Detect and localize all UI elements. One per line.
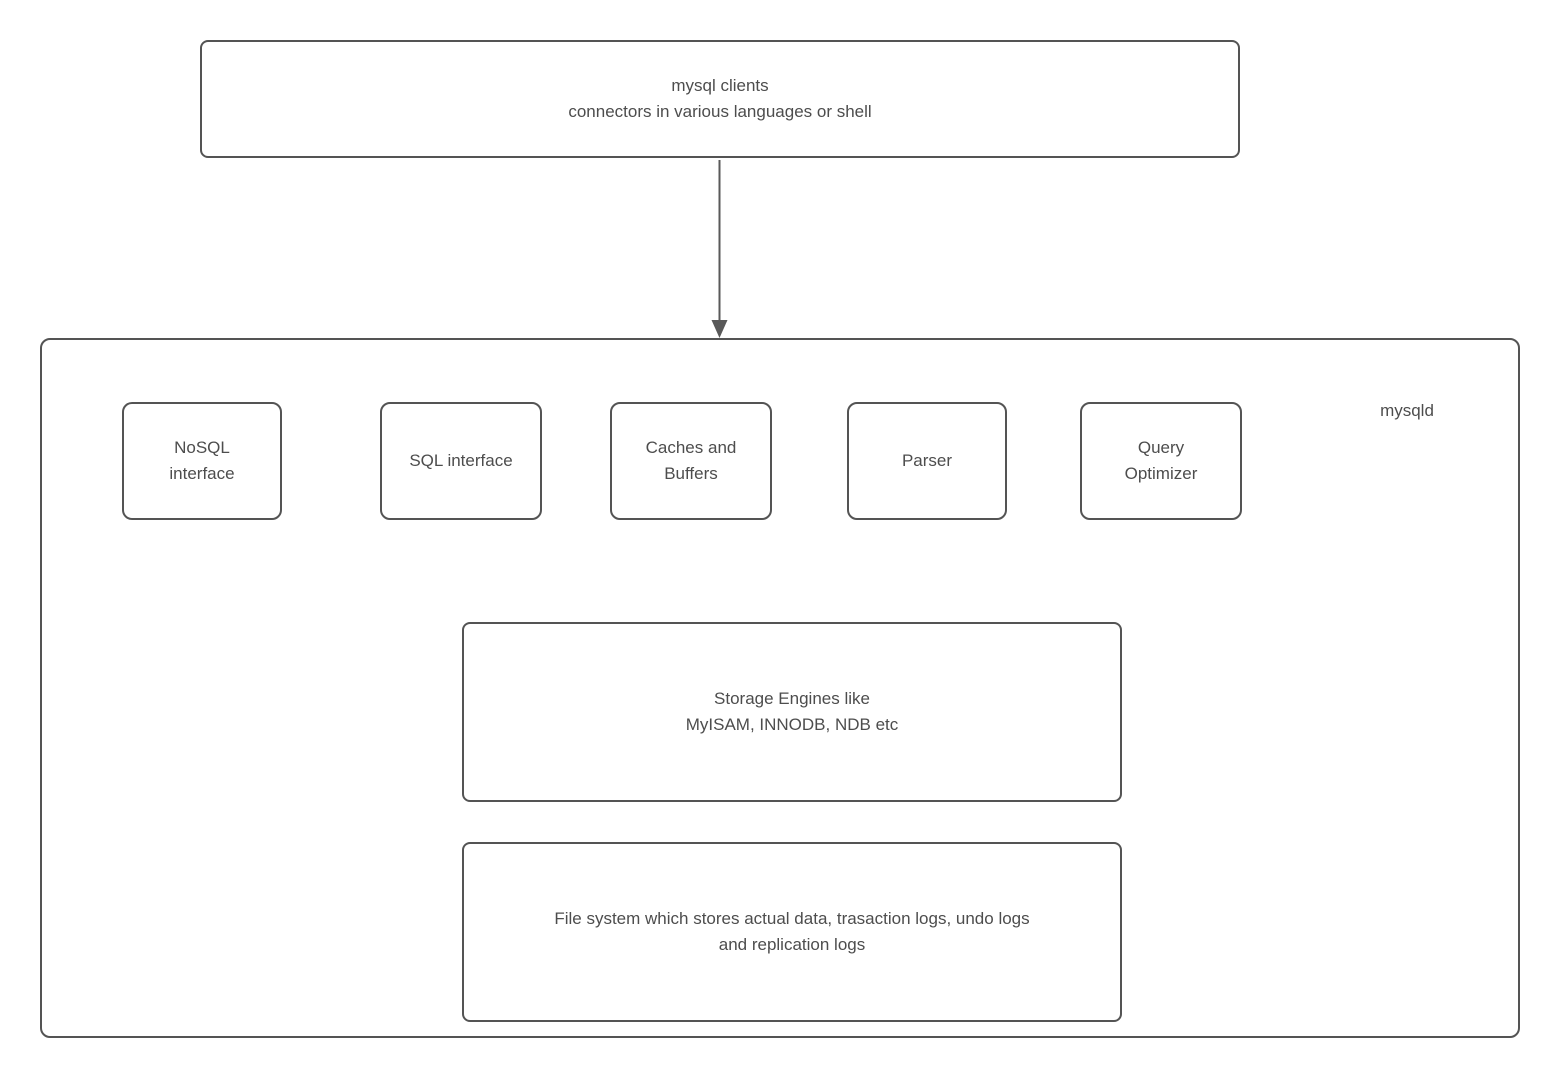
sql-interface-label: SQL interface	[409, 451, 513, 470]
mysql-clients-node: mysql clients connectors in various lang…	[200, 40, 1240, 158]
caches-and-buffers-label: Caches and Buffers	[645, 438, 737, 483]
file-system-label: File system which stores actual data, tr…	[554, 909, 1030, 954]
nosql-interface-label: NoSQL interface	[169, 438, 235, 483]
parser-node: Parser	[847, 402, 1007, 520]
query-optimizer-node: Query Optimizer	[1080, 402, 1242, 520]
file-system-node: File system which stores actual data, tr…	[462, 842, 1122, 1022]
nosql-interface-node: NoSQL interface	[122, 402, 282, 520]
caches-and-buffers-node: Caches and Buffers	[610, 402, 772, 520]
storage-engines-node: Storage Engines like MyISAM, INNODB, NDB…	[462, 622, 1122, 802]
mysql-clients-label: mysql clients connectors in various lang…	[568, 76, 872, 121]
query-optimizer-label: Query Optimizer	[1124, 438, 1198, 483]
parser-label: Parser	[901, 451, 953, 470]
mysqld-container-node: mysqld NoSQL interface SQL interface Cac…	[40, 338, 1520, 1038]
mysqld-label: mysqld	[1380, 401, 1434, 420]
sql-interface-node: SQL interface	[380, 402, 542, 520]
storage-engines-label: Storage Engines like MyISAM, INNODB, NDB…	[685, 689, 899, 734]
